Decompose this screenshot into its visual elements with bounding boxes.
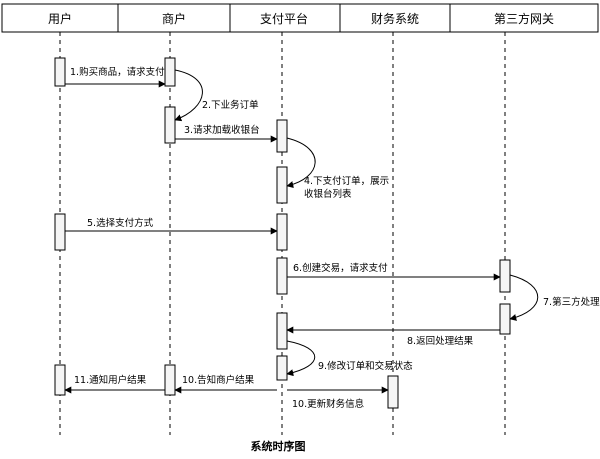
activations <box>54 57 511 409</box>
participant-label-finance: 财务系统 <box>371 11 419 26</box>
participant-label-third: 第三方网关 <box>494 11 554 26</box>
activation-finance-1 <box>387 375 399 409</box>
activation-merchant-1 <box>164 57 176 87</box>
participant-label-pay: 支付平台 <box>260 11 308 26</box>
participant-label-user: 用户 <box>48 11 72 26</box>
activation-pay-1 <box>276 119 288 153</box>
activation-pay-2 <box>276 166 288 204</box>
activation-pay-3 <box>276 213 288 251</box>
arrow-msg-7 <box>509 274 539 321</box>
activation-third-1 <box>499 259 511 293</box>
msg-label-10a: 10.告知商户结果 <box>182 374 255 386</box>
activation-merchant-3 <box>164 364 176 396</box>
diagram-caption: 系统时序图 <box>251 439 306 453</box>
msg-label-2: 2.下业务订单 <box>202 99 259 111</box>
message-arrows <box>64 69 539 394</box>
participant-box-third <box>449 3 599 33</box>
msg-label-4a: 4.下支付订单，展示 <box>304 175 389 187</box>
arrow-msg-4 <box>286 137 316 189</box>
msg-label-8: 8.返回处理结果 <box>407 335 474 347</box>
msg-label-4b: 收银台列表 <box>304 188 352 200</box>
msg-label-3: 3.请求加载收银台 <box>184 124 260 136</box>
activation-user-3 <box>54 364 66 396</box>
activation-pay-6 <box>276 355 288 381</box>
activation-user-2 <box>54 213 66 251</box>
activation-third-2 <box>499 303 511 335</box>
activation-merchant-2 <box>164 106 176 144</box>
participant-header-row: 用户 商户 支付平台 财务系统 第三方网关 <box>1 3 599 33</box>
participant-box-user <box>1 3 119 33</box>
arrow-msg-9 <box>286 340 316 377</box>
arrow-msg-2 <box>174 69 203 122</box>
msg-label-11: 11.通知用户结果 <box>74 374 147 386</box>
participant-box-merchant <box>117 3 231 33</box>
activation-pay-4 <box>276 257 288 295</box>
participant-box-pay <box>229 3 341 33</box>
msg-label-10b: 10.更新财务信息 <box>292 398 364 410</box>
participant-label-merchant: 商户 <box>162 11 186 26</box>
msg-label-1: 1.购买商品，请求支付 <box>70 66 165 78</box>
activation-pay-5 <box>276 312 288 350</box>
message-labels: 1.购买商品，请求支付 2.下业务订单 3.请求加载收银台 4.下支付订单，展示… <box>70 66 600 410</box>
activation-user-1 <box>54 57 66 87</box>
msg-label-7: 7.第三方处理 <box>543 296 600 308</box>
msg-label-6: 6.创建交易，请求支付 <box>293 262 388 274</box>
msg-label-9: 9.修改订单和交易状态 <box>318 360 413 372</box>
msg-label-5: 5.选择支付方式 <box>87 217 154 229</box>
